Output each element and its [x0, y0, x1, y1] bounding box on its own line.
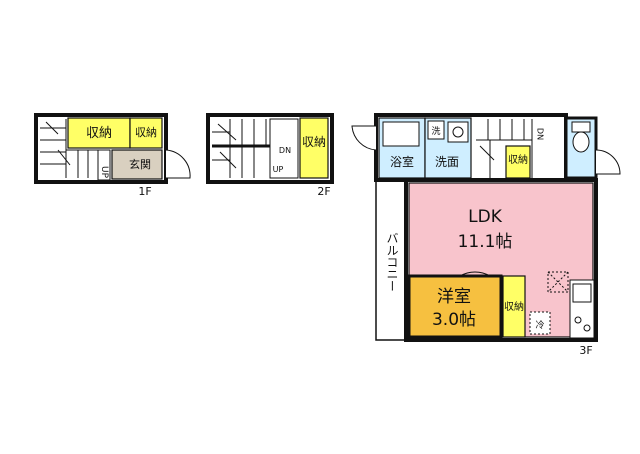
western-room-3f-size: 3.0帖	[432, 310, 476, 330]
washer-label: 洗	[431, 125, 440, 137]
basin-bowl	[452, 126, 464, 138]
floor-3f: バルコニー 浴室 洗 洗面 DN 収納	[351, 113, 621, 357]
storage-1f-small-label: 収納	[135, 126, 157, 139]
storage-2f-label: 収納	[302, 135, 326, 149]
fridge-space	[529, 311, 551, 335]
stair-2f-landing	[269, 118, 299, 179]
floor-1f: UP 収納 収納 玄関 1F	[34, 113, 191, 198]
stair-3f	[476, 119, 533, 178]
storage-3f-stair-label: 収納	[508, 153, 528, 166]
stair-1f-up-area	[97, 149, 111, 181]
stove-burner-1	[574, 316, 582, 324]
storage-1f-main-label: 収納	[86, 126, 112, 141]
entrance-1f-label: 玄関	[129, 157, 151, 171]
floor-3f-label: 3F	[579, 344, 592, 357]
entrance-1f	[111, 149, 163, 180]
toilet-door	[595, 149, 621, 175]
storage-3f-western	[502, 275, 526, 338]
stove-burner-2	[583, 324, 591, 332]
toilet-tank	[571, 121, 591, 133]
kitchen-sink	[572, 283, 592, 303]
ldk-3f-size: 11.1帖	[458, 232, 513, 252]
floor-2f-label: 2F	[317, 185, 330, 198]
stair-1f	[40, 119, 98, 178]
western-room-3f-name: 洋室	[437, 287, 471, 307]
balcony-3f-label: バルコニー	[385, 232, 399, 292]
ldk-3f-name: LDK	[468, 207, 503, 227]
stair-3f-dn-label: DN	[536, 128, 545, 140]
western-room-3f	[407, 274, 503, 339]
bathroom-3f-label: 浴室	[390, 154, 414, 169]
stair-1f-up-label: UP	[99, 166, 109, 179]
floor-2f: DN UP 収納 2F	[206, 113, 334, 198]
bathtub	[382, 121, 420, 147]
storage-1f-main	[67, 117, 131, 149]
toilet-bowl	[572, 131, 590, 153]
storage-2f	[299, 117, 329, 179]
entrance-door-1f	[165, 149, 191, 179]
balcony-3f	[375, 179, 407, 341]
bath-door	[351, 125, 377, 151]
range-hood	[547, 271, 569, 293]
floor-1f-label: 1F	[138, 185, 151, 198]
washer-space	[427, 120, 445, 140]
storage-3f-western-label: 収納	[504, 300, 524, 313]
fridge-label: 冷	[535, 319, 544, 331]
stair-2f-up-label: UP	[273, 165, 284, 174]
washroom-3f-label: 洗面	[435, 155, 459, 169]
stair-2f-dn-label: DN	[279, 146, 291, 155]
wash-basin	[447, 121, 469, 143]
storage-3f-stair	[505, 145, 531, 179]
storage-1f-small	[129, 117, 163, 149]
western-door	[459, 271, 491, 277]
